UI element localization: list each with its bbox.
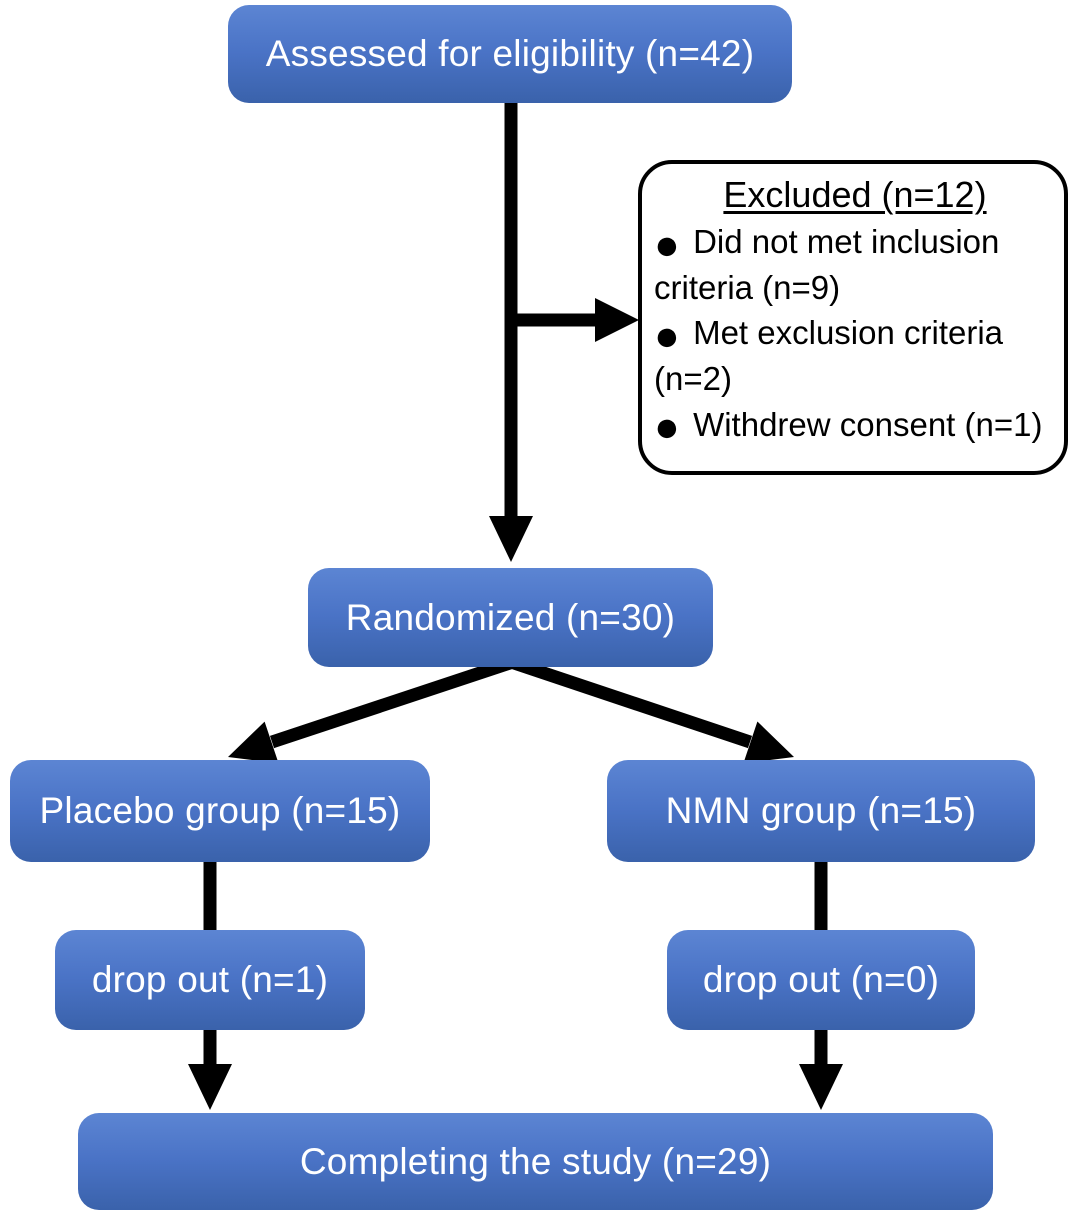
arrow-assessed-to-randomized-head <box>489 516 533 562</box>
box-nmn-label: NMN group (n=15) <box>665 790 977 831</box>
box-excluded: Excluded (n=12) ● Did not met inclusion … <box>638 160 1068 475</box>
box-dropout-placebo-label: drop out (n=1) <box>91 959 329 1000</box>
box-nmn-group: NMN group (n=15) <box>607 760 1035 862</box>
excluded-item-text: Met exclusion criteria (n=2) <box>654 314 1004 397</box>
box-assessed-for-eligibility: Assessed for eligibility (n=42) <box>228 5 792 103</box>
arrow-randomized-to-placebo-shaft <box>269 655 516 749</box>
excluded-item-text: Withdrew consent (n=1) <box>693 405 1043 443</box>
excluded-item: ● Met exclusion criteria (n=2) <box>654 310 1056 401</box>
bullet-icon: ● <box>654 402 680 451</box>
box-dropout-placebo: drop out (n=1) <box>55 930 365 1030</box>
box-completing-label: Completing the study (n=29) <box>299 1140 772 1182</box>
box-dropout-nmn: drop out (n=0) <box>667 930 975 1030</box>
box-randomized: Randomized (n=30) <box>308 568 713 667</box>
bullet-icon: ● <box>654 220 680 269</box>
arrow-randomized-to-nmn-shaft <box>508 655 753 749</box>
arrow-randomized-to-nmn-head <box>743 721 794 764</box>
box-assessed-label: Assessed for eligibility (n=42) <box>265 33 755 74</box>
excluded-item: ● Did not met inclusion criteria (n=9) <box>654 219 1056 310</box>
arrow-to-excluded-head <box>595 298 639 342</box>
arrow-dropout-right-to-completing-head <box>799 1064 843 1110</box>
arrow-dropout-left-to-completing-head <box>188 1064 232 1110</box>
arrow-randomized-to-placebo-head <box>228 721 279 764</box>
excluded-title: Excluded (n=12) <box>723 174 987 215</box>
excluded-item: ● Withdrew consent (n=1) <box>654 402 1056 448</box>
excluded-item-text: Did not met inclusion criteria (n=9) <box>654 223 1000 306</box>
bullet-icon: ● <box>654 311 680 360</box>
box-placebo-group: Placebo group (n=15) <box>10 760 430 862</box>
box-placebo-label: Placebo group (n=15) <box>39 790 401 831</box>
box-dropout-nmn-label: drop out (n=0) <box>702 959 940 1000</box>
box-completing-study: Completing the study (n=29) <box>78 1113 993 1210</box>
box-randomized-label: Randomized (n=30) <box>345 596 676 638</box>
